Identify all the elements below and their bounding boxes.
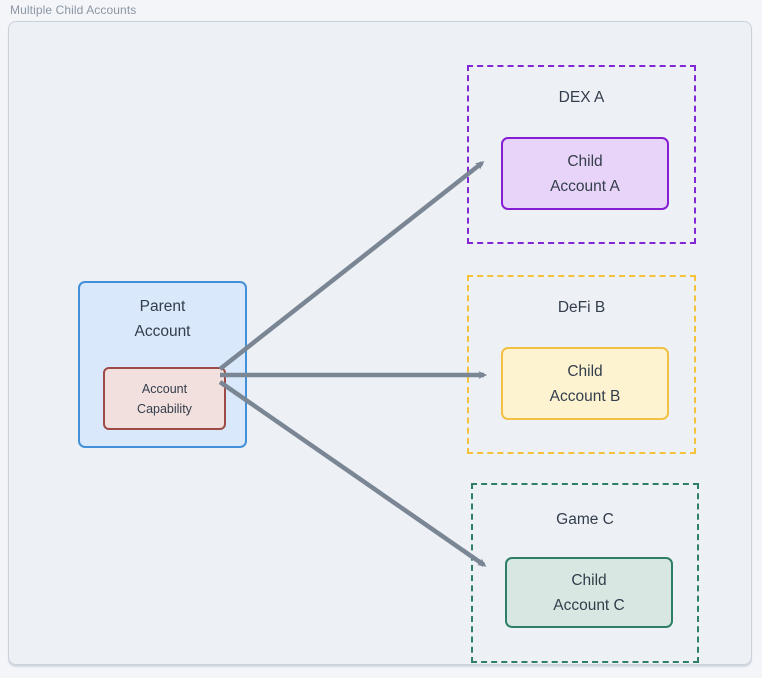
parent-account-node: Parent Account Account Capability — [78, 281, 247, 448]
group-dex-a: DEX A Child Account A — [467, 65, 696, 244]
account-capability-node: Account Capability — [103, 367, 226, 430]
child-account-a-node: Child Account A — [501, 137, 669, 210]
group-game-c: Game C Child Account C — [471, 483, 699, 663]
group-dex-a-label: DEX A — [558, 89, 605, 106]
child-account-b-label: Child Account B — [549, 362, 621, 405]
child-account-a-label: Child Account A — [550, 152, 620, 195]
group-defi-b: DeFi B Child Account B — [467, 275, 696, 454]
child-account-c-node: Child Account C — [505, 557, 673, 628]
group-game-c-label: Game C — [556, 511, 614, 528]
child-account-b-node: Child Account B — [501, 347, 669, 420]
group-defi-b-label: DeFi B — [557, 299, 606, 316]
account-capability-label: Account Capability — [137, 381, 192, 416]
diagram-panel: Parent Account Account Capability DEX A … — [8, 21, 752, 665]
child-account-c-label: Child Account C — [553, 571, 625, 614]
figure-title: Multiple Child Accounts — [10, 3, 137, 17]
parent-account-label: Parent Account — [134, 298, 191, 340]
